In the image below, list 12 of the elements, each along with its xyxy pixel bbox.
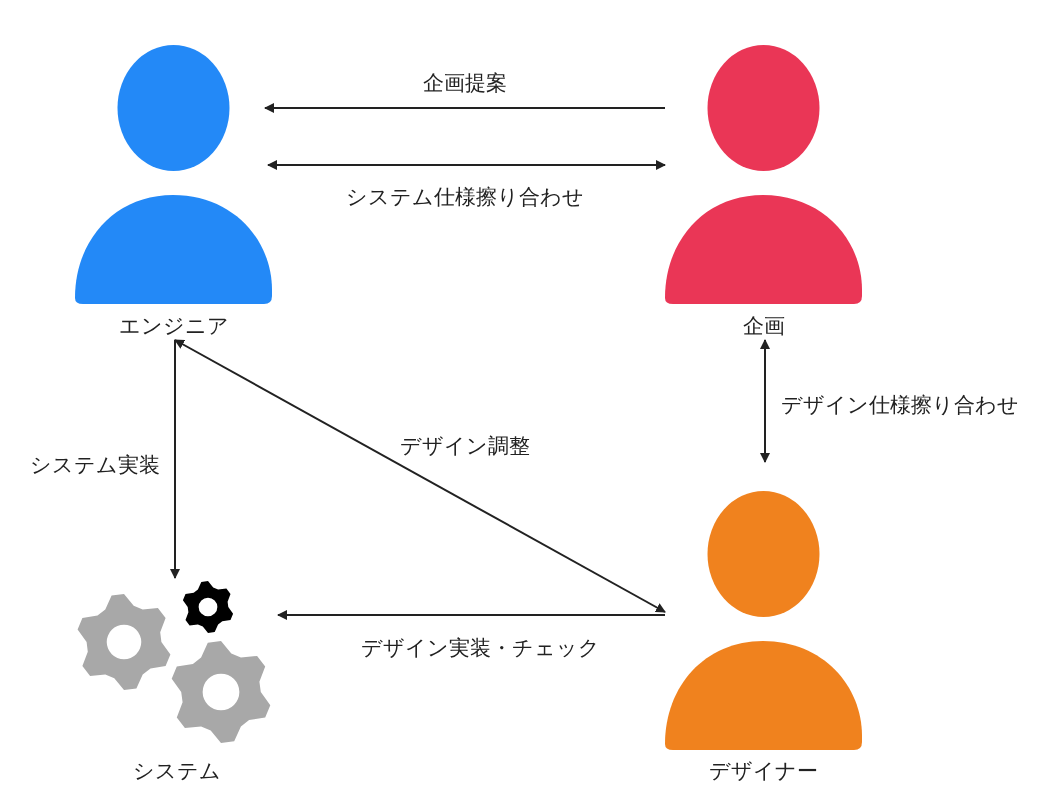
arrow — [170, 339, 180, 579]
node-label: デザイナー — [709, 758, 818, 785]
node-label: 企画 — [742, 313, 785, 340]
arrow — [277, 610, 666, 620]
arrow — [174, 339, 666, 613]
arrow — [264, 103, 666, 113]
edge-label: デザイン仕様擦り合わせ — [779, 391, 1021, 419]
node-label: システム — [132, 758, 221, 785]
arrow — [760, 339, 770, 463]
arrow — [267, 160, 666, 170]
node-label: エンジニア — [118, 313, 229, 340]
edge-label: 企画提案 — [421, 69, 509, 97]
